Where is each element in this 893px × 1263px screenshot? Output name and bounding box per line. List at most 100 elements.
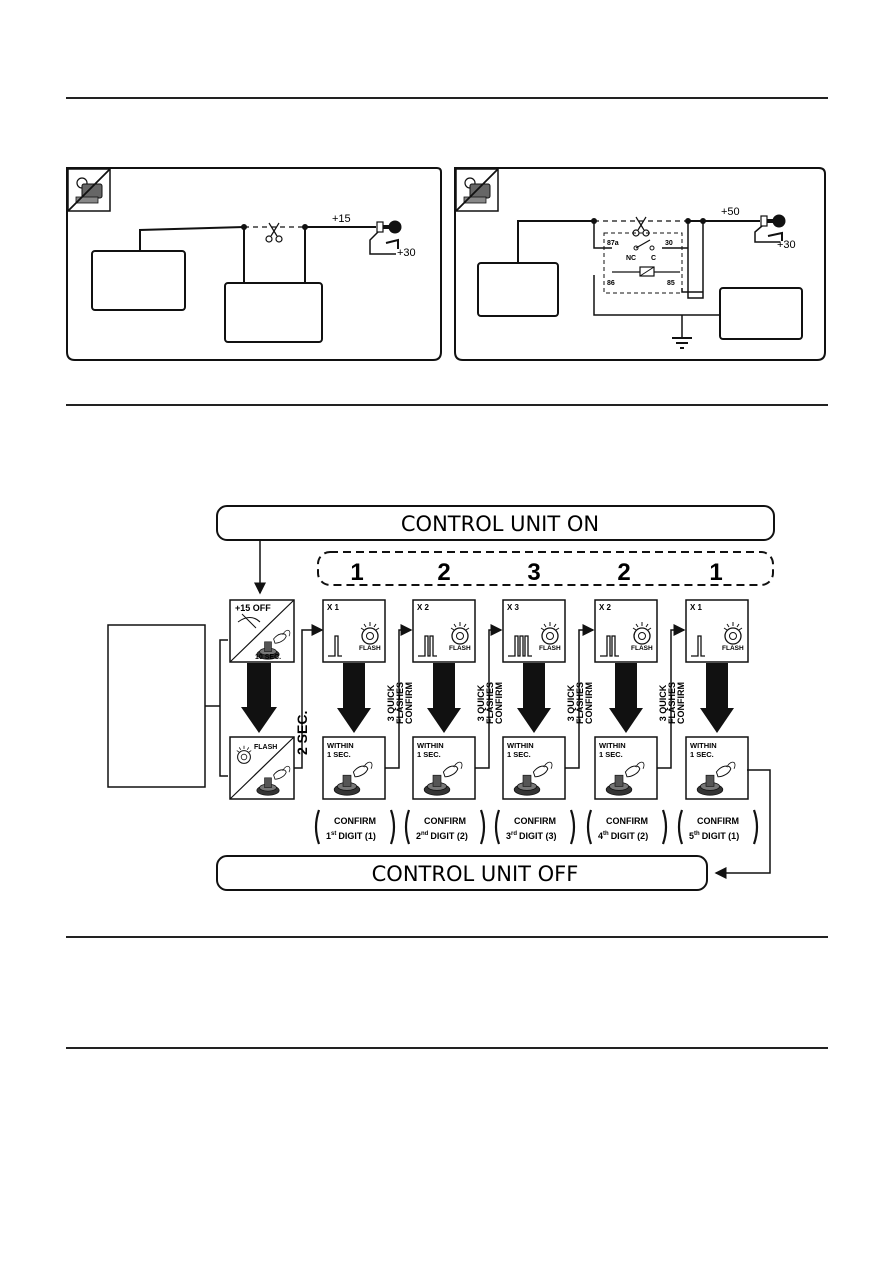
sec-label: 1 SEC. [327,750,351,759]
within-label: WITHIN [599,741,626,750]
sec-label: 1 SEC. [690,750,714,759]
flash-count: X 2 [417,603,430,612]
quick-flashes-line: CONFIRM [494,682,504,724]
digit-ordinal-suffix: rd [511,831,517,837]
within-label: WITHIN [417,741,444,750]
start-time: 10 SEC. [255,654,281,661]
sec-label: 1 SEC. [599,750,623,759]
confirm-label: CONFIRM [424,816,466,826]
module-box [477,262,559,317]
engine-no-icon [67,168,111,212]
confirm-label: CONFIRM [514,816,556,826]
down-arrow [337,708,371,733]
connector-arrow [657,624,686,769]
control-unit-off-pill [216,855,708,891]
digit-ordinal: 3 [506,831,511,841]
digit-ordinal-suffix: th [603,831,609,837]
ignition-key-icon [376,219,403,235]
start-flash: FLASH [254,744,277,751]
digit-text: DIGIT (2) [430,831,468,841]
flash-count: X 1 [690,603,703,612]
note-box [107,624,206,788]
code-digits-box [317,551,774,586]
digit-ordinal: 2 [416,831,421,841]
rule-bottom [66,1047,828,1049]
control-unit-on-label: CONTROL UNIT ON [401,512,599,536]
digit-ordinal-suffix: st [331,831,336,837]
quick-flashes-line: FLASHES [395,682,405,724]
wiring-diagrams: +15 +30 87a 30 NC [66,167,826,361]
connector-arrow [385,624,413,769]
pulse-waveform [691,635,705,657]
module-box [91,250,186,311]
flash-label: FLASH [539,645,561,652]
relay-85: 85 [667,280,675,287]
flash-count: X 1 [327,603,340,612]
rule-section-3 [66,936,828,938]
within-label: WITHIN [327,741,354,750]
pulse-waveform [600,635,619,657]
digit-text: DIGIT (3) [519,831,557,841]
quick-flashes-line: 3 QUICK [476,684,486,721]
down-arrow [700,708,734,733]
pulse-waveform [418,635,437,657]
flash-label: FLASH [449,645,471,652]
ignition-key-icon [760,213,787,229]
within-label: WITHIN [507,741,534,750]
relay-nc: NC [626,255,636,262]
digit-ordinal: 4 [598,831,603,841]
code-digit: 1 [350,559,363,586]
control-unit-box [224,282,323,343]
down-arrow [609,708,643,733]
quick-flashes-line: FLASHES [485,682,495,724]
digit-ordinal-suffix: nd [421,831,429,837]
control-unit-box [719,287,803,340]
within-label: WITHIN [690,741,717,750]
code-digit: 3 [527,559,540,586]
quick-flashes-line: CONFIRM [404,682,414,724]
control-unit-on-pill [216,505,775,541]
connector-arrow [475,624,503,769]
code-digit: 1 [709,559,722,586]
digit-ordinal: 1 [326,831,331,841]
quick-flashes-line: FLASHES [575,682,585,724]
sec-label: 1 SEC. [417,750,441,759]
flash-count: X 3 [507,603,520,612]
quick-flashes-line: 3 QUICK [658,684,668,721]
confirm-label: CONFIRM [334,816,376,826]
down-arrow [517,708,551,733]
relay-86: 86 [607,280,615,287]
quick-flashes-line: FLASHES [667,682,677,724]
start-box-flash: FLASH [229,736,295,800]
start-box-ignition-off: +15 OFF 10 SEC. [229,599,295,663]
quick-flashes-line: CONFIRM [676,682,686,724]
wiring-panel-right: 87a 30 NC C 86 85 +50 +30 [454,167,826,361]
label-plus15: +15 [332,213,351,225]
confirm-label: CONFIRM [697,816,739,826]
digit-ordinal-suffix: th [694,831,700,837]
confirm-label: CONFIRM [606,816,648,826]
digit-text: DIGIT (1) [338,831,376,841]
label-plus30: +30 [777,239,796,251]
connector-arrow [565,624,595,769]
digit-text: DIGIT (1) [702,831,740,841]
rule-top [66,97,828,99]
pulse-waveform [508,635,532,657]
start-title: +15 OFF [235,603,271,613]
